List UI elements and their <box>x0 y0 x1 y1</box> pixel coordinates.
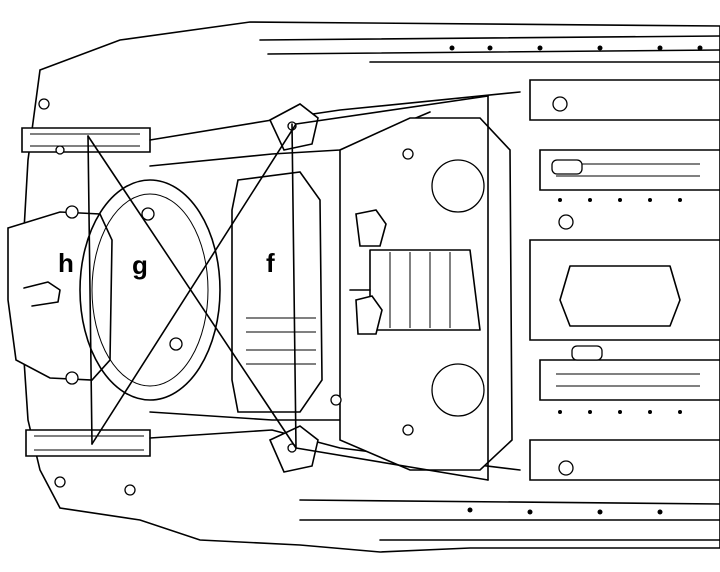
rear-floor-rails <box>529 79 720 481</box>
subframe-round-g <box>79 179 221 401</box>
front-crossmember-bottom <box>25 429 151 457</box>
label-g: g <box>132 250 148 280</box>
center-panel-f <box>231 171 323 413</box>
label-f: f <box>266 248 275 278</box>
front-wheel-well-h <box>7 205 113 385</box>
front-crossmember-top <box>21 127 151 153</box>
measurement-lines <box>87 95 489 481</box>
center-tank <box>339 117 513 471</box>
label-h: h <box>58 248 74 278</box>
fastener-dots <box>38 45 703 515</box>
